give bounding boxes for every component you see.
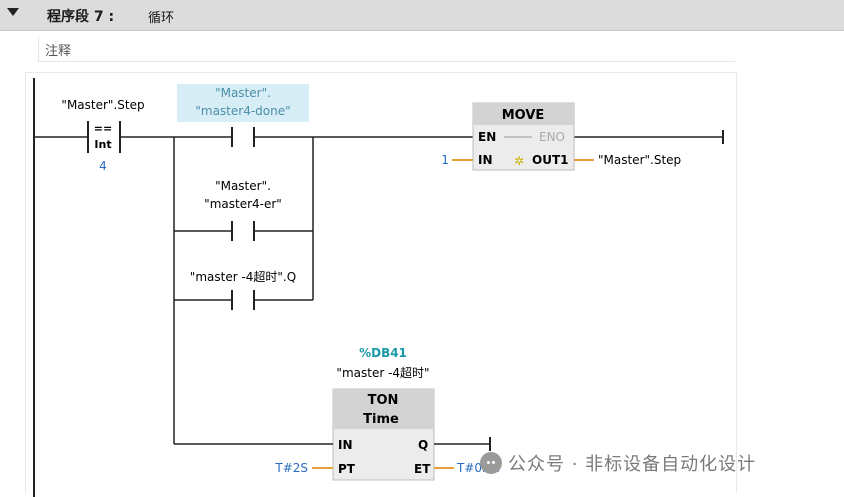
collapse-arrow-icon[interactable] xyxy=(7,8,19,16)
wechat-icon xyxy=(480,452,502,474)
move-out-operand[interactable]: "Master".Step xyxy=(598,153,681,167)
network-name[interactable]: 循环 xyxy=(148,11,175,26)
network-title: 程序段 7 : xyxy=(47,9,115,25)
er-operand-line2[interactable]: "master4-er" xyxy=(204,197,282,211)
compare-operator: == xyxy=(94,122,112,135)
timer-pt-value[interactable]: T#2S xyxy=(274,461,308,475)
done-operand-line2[interactable]: "master4-done" xyxy=(195,104,290,118)
compare-operand[interactable]: "Master".Step xyxy=(61,98,144,112)
timer-q-pin: Q xyxy=(418,438,428,452)
timer-in-pin: IN xyxy=(338,438,353,452)
timer-type[interactable]: Time xyxy=(363,412,399,427)
move-out-pin: OUT1 xyxy=(532,153,568,167)
compare-type: Int xyxy=(94,138,111,151)
timer-db-label: %DB41 xyxy=(359,346,407,360)
move-en-pin: EN xyxy=(478,130,496,144)
timer-et-pin: ET xyxy=(414,462,431,476)
sparkle-icon: ✲ xyxy=(514,154,524,168)
timer-pt-pin: PT xyxy=(338,462,356,476)
done-contact[interactable] xyxy=(231,127,255,147)
move-title: MOVE xyxy=(502,108,545,123)
operand-highlight xyxy=(177,84,309,122)
timer-title: TON xyxy=(368,393,399,408)
network-comment-field[interactable]: 注释 xyxy=(38,37,735,62)
done-operand-line1[interactable]: "Master". xyxy=(215,86,271,100)
er-contact[interactable] xyxy=(231,221,255,241)
timeout-operand[interactable]: "master -4超时".Q xyxy=(190,269,296,284)
move-block[interactable] xyxy=(472,102,575,171)
watermark: 公众号 · 非标设备自动化设计 xyxy=(480,450,756,476)
compare-value[interactable]: 4 xyxy=(99,159,107,173)
compare-contact[interactable] xyxy=(87,121,121,153)
er-operand-line1[interactable]: "Master". xyxy=(215,179,271,193)
move-in-pin: IN xyxy=(478,153,493,167)
watermark-text: 公众号 · 非标设备自动化设计 xyxy=(508,454,757,475)
comment-placeholder: 注释 xyxy=(45,44,72,59)
ton-timer-block[interactable] xyxy=(332,388,435,481)
timer-instance-name[interactable]: "master -4超时" xyxy=(336,365,429,380)
move-eno-pin: ENO xyxy=(539,130,565,144)
timeout-contact[interactable] xyxy=(231,290,255,310)
ladder-network-area xyxy=(25,72,737,493)
move-in-value[interactable]: 1 xyxy=(441,153,449,167)
network-header[interactable]: 程序段 7 : 循环 xyxy=(0,0,844,31)
